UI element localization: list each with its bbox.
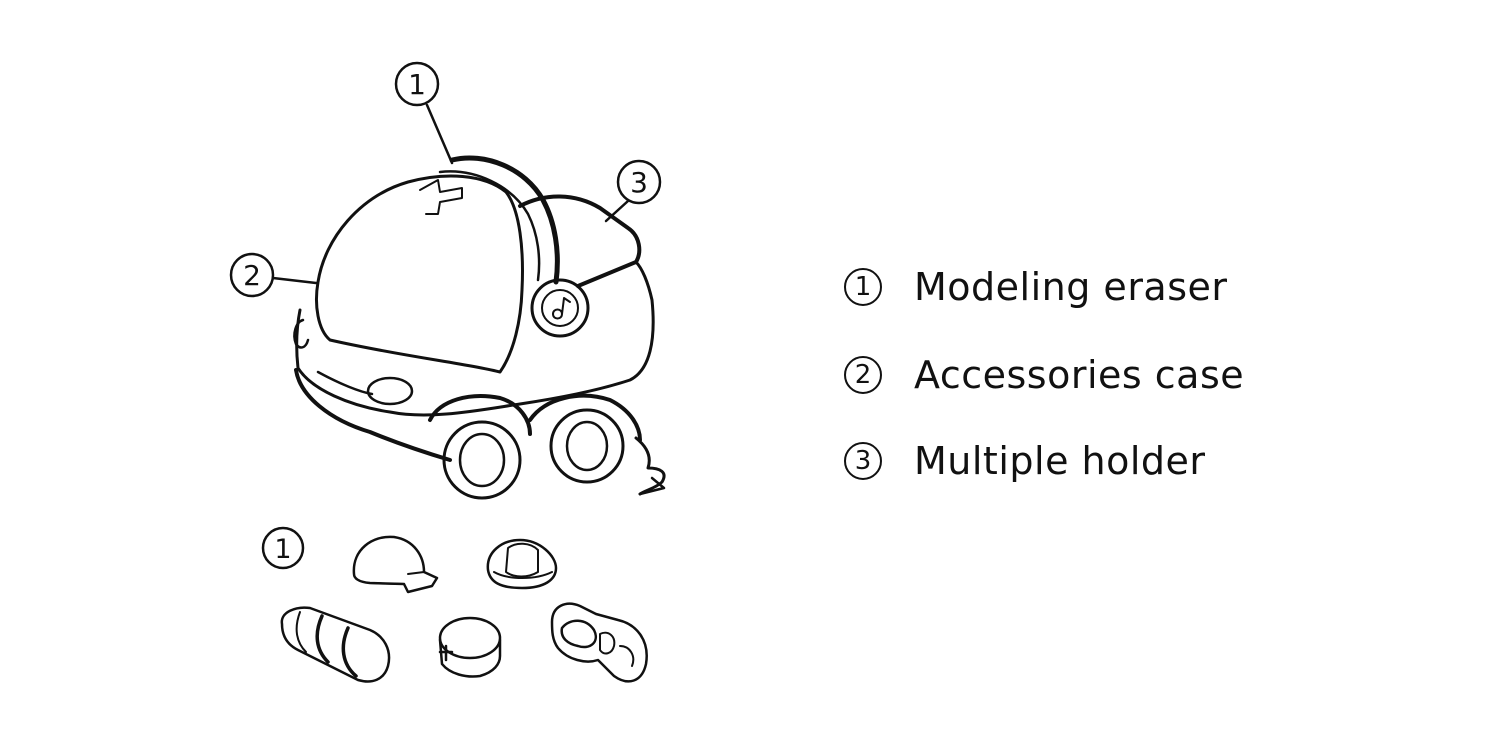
legend-item-multiple-holder: 3 Multiple holder (844, 436, 1404, 486)
eraser-bandage (280, 606, 391, 683)
car-eraser-illustration: 1 2 3 (229, 61, 666, 683)
eraser-cap (352, 535, 439, 594)
callout-right-number: 3 (630, 166, 648, 199)
callout-left: 2 (229, 252, 318, 298)
callout-accessories-number: 1 (274, 534, 291, 565)
legend: 1 Modeling eraser 2 Accessories case 3 M… (844, 262, 1404, 524)
callout-right: 3 (604, 159, 662, 223)
callout-top-number: 1 (408, 68, 426, 101)
legend-item-accessories-case: 2 Accessories case (844, 350, 1404, 400)
legend-label: Multiple holder (914, 439, 1206, 483)
legend-label: Accessories case (914, 353, 1245, 397)
legend-label: Modeling eraser (914, 265, 1228, 309)
callout-left-number: 2 (243, 259, 261, 292)
eraser-helmet (486, 538, 558, 590)
eraser-medical (438, 616, 502, 678)
legend-number: 3 (844, 442, 882, 480)
eraser-bow (550, 602, 648, 683)
callout-top: 1 (394, 61, 454, 165)
legend-number: 1 (844, 268, 882, 306)
legend-item-modeling-eraser: 1 Modeling eraser (844, 262, 1404, 312)
legend-number: 2 (844, 356, 882, 394)
callout-accessories: 1 (261, 526, 305, 570)
car-body (293, 155, 666, 500)
